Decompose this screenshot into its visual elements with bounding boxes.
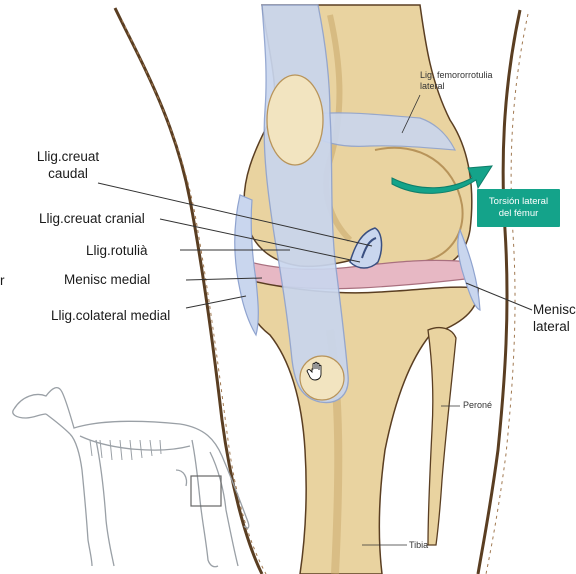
label-lig-colateral: Llig.colateral medial: [51, 307, 170, 324]
patella: [267, 75, 323, 165]
label-menisc-lateral-line1: Menisc: [533, 301, 576, 318]
label-lig-caudal-line1: Llig.creuat: [30, 148, 106, 165]
tibial-tuberosity: [300, 356, 344, 400]
leg-contour-right: [478, 10, 520, 574]
label-femororrotulia-line2: lateral: [420, 81, 493, 92]
dog-skeleton-icon: [13, 388, 249, 567]
label-lig-caudal: Llig.creuat caudal: [30, 148, 106, 182]
fibula-bone: [428, 328, 456, 545]
torsion-badge-line2: del fémur: [477, 208, 560, 220]
torsion-badge-line1: Torsión lateral: [477, 196, 560, 208]
label-femororrotulia-line1: Lig. femororrotulia: [420, 70, 493, 81]
leader-colateral: [186, 296, 246, 308]
label-lig-rotulia: Llig.rotulià: [86, 242, 148, 259]
label-femororrotulia: Lig. femororrotulia lateral: [420, 70, 493, 92]
label-lig-cranial: Llig.creuat cranial: [39, 210, 145, 227]
torsion-badge: Torsión lateral del fémur: [477, 189, 560, 227]
label-menisc-medial: Menisc medial: [64, 271, 150, 288]
label-menisc-lateral: Menisc lateral: [533, 301, 576, 335]
knee-highlight-box: [191, 476, 221, 506]
label-lig-caudal-line2: caudal: [30, 165, 106, 182]
label-tibia: Tibia: [409, 540, 428, 551]
label-menisc-lateral-line2: lateral: [533, 318, 576, 335]
label-perone: Peroné: [463, 400, 492, 411]
label-edge-fragment: r: [0, 272, 5, 289]
